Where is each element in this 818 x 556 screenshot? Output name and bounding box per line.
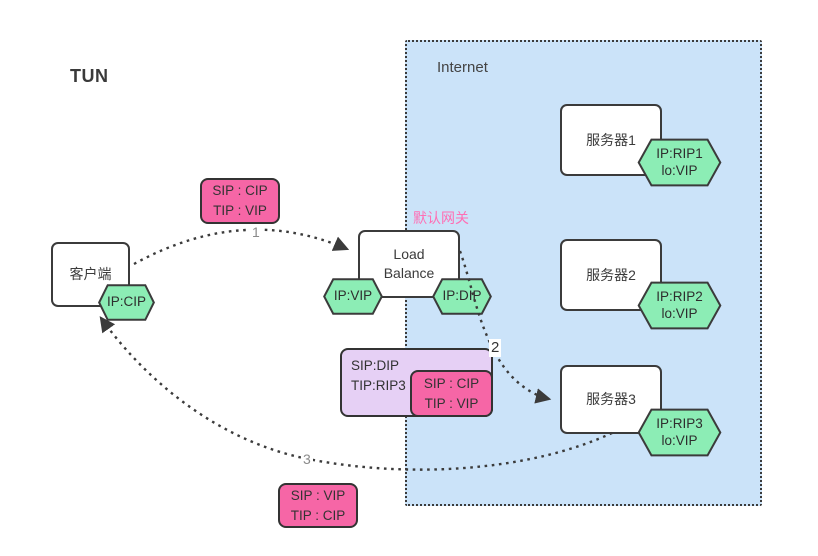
packet-tunnel-outer: SIP:DIP TIP:RIP3 SIP : CIP TIP : VIP xyxy=(340,348,493,417)
server2-ip-label: IP:RIP2 lo:VIP xyxy=(656,288,703,321)
packet-request-line1: SIP : CIP xyxy=(212,183,268,199)
server3-label: 服务器3 xyxy=(586,391,636,408)
server1-ip-hexagon: IP:RIP1 lo:VIP xyxy=(637,138,722,187)
client-label: 客户端 xyxy=(69,266,112,283)
step2-label: 2 xyxy=(489,339,502,357)
hexagon-shape xyxy=(323,278,383,315)
packet-tunnel-inner-line2: TIP : VIP xyxy=(424,395,479,411)
packet-tunnel-outer-line1: SIP:DIP xyxy=(351,358,400,373)
load-balancer-label: Load Balance xyxy=(383,246,435,281)
packet-response-line1: SIP : VIP xyxy=(290,487,346,503)
step3-label: 3 xyxy=(301,451,313,468)
packet-response: SIP : VIP TIP : CIP xyxy=(278,483,358,528)
diagram-title: TUN xyxy=(70,66,109,86)
server3-ip-hexagon: IP:RIP3 lo:VIP xyxy=(637,408,722,457)
lb-dip-hexagon: IP:DIP xyxy=(432,278,492,315)
packet-request-line2: TIP : VIP xyxy=(213,203,267,218)
server2-label: 服务器2 xyxy=(586,266,636,283)
arrow-step1-client-to-lb xyxy=(133,228,350,266)
lb-vip-label: IP:VIP xyxy=(333,288,373,304)
hexagon-shape xyxy=(637,408,722,457)
default-gateway-label: 默认网关 xyxy=(413,210,469,226)
server1-label: 服务器1 xyxy=(586,131,636,148)
packet-request: SIP : CIP TIP : VIP xyxy=(200,178,280,224)
packet-response-line2: TIP : CIP xyxy=(290,507,346,523)
server3-ip-label: IP:RIP3 lo:VIP xyxy=(656,415,703,448)
packet-tunnel-inner-line1: SIP : CIP xyxy=(423,375,480,391)
packet-tunnel-inner: SIP : CIP TIP : VIP xyxy=(410,370,493,417)
lb-dip-label: IP:DIP xyxy=(442,288,482,304)
hexagon-shape xyxy=(637,138,722,187)
server2-ip-hexagon: IP:RIP2 lo:VIP xyxy=(637,281,722,330)
packet-tunnel-outer-line2: TIP:RIP3 xyxy=(351,377,406,393)
client-ip-label: IP:CIP xyxy=(106,294,146,310)
server1-ip-label: IP:RIP1 lo:VIP xyxy=(656,145,703,178)
step1-label: 1 xyxy=(250,224,262,241)
lb-vip-hexagon: IP:VIP xyxy=(323,278,383,315)
internet-zone-label: Internet xyxy=(437,59,488,76)
hexagon-shape xyxy=(637,281,722,330)
client-ip-hexagon: IP:CIP xyxy=(98,284,155,321)
